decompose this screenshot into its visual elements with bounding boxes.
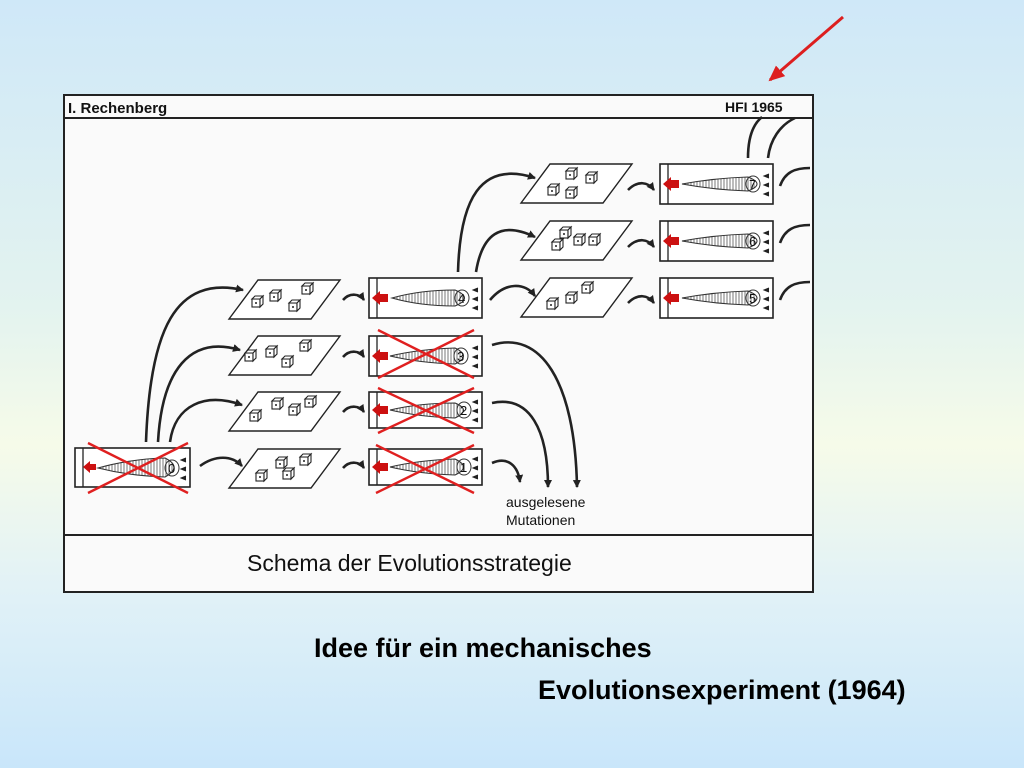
rejection-cross-2 — [377, 386, 475, 435]
place-year-label: HFI 1965 — [725, 99, 783, 115]
curved-arrow — [627, 294, 656, 304]
model-label-0: 0 — [168, 461, 175, 476]
selected-mutations-line1: ausgelesene — [506, 494, 586, 510]
red-arrow-icon — [663, 291, 679, 305]
die — [281, 355, 294, 368]
die — [565, 291, 578, 304]
die — [282, 467, 295, 480]
curved-arrow — [342, 459, 366, 469]
curved-arrow — [168, 398, 243, 443]
curved-arrow — [342, 291, 366, 301]
model-label-1: 1 — [460, 460, 467, 475]
red-arrow-icon — [663, 234, 679, 248]
rejection-crosses — [87, 328, 475, 495]
die — [288, 299, 301, 312]
red-arrow-icon — [372, 460, 388, 474]
die — [288, 403, 301, 416]
curved-arrow — [491, 400, 552, 488]
curved-arrow — [627, 238, 656, 248]
pointer-arrow-icon — [768, 15, 844, 82]
die — [251, 295, 264, 308]
die — [565, 186, 578, 199]
die — [244, 349, 257, 362]
schematic-title: Schema der Evolutionsstrategie — [247, 550, 572, 576]
plate-shape — [681, 233, 758, 249]
die — [299, 339, 312, 352]
die — [551, 238, 564, 251]
die — [304, 395, 317, 408]
plate-shapes — [95, 176, 758, 478]
curved-arrow — [144, 284, 244, 443]
rejection-cross-1 — [375, 443, 475, 495]
model-label-7: 7 — [749, 177, 756, 192]
red-arrow-icon — [372, 291, 388, 305]
die — [275, 456, 288, 469]
curved-arrow — [491, 459, 524, 483]
curved-arrow — [491, 341, 581, 488]
die — [546, 297, 559, 310]
die — [585, 171, 598, 184]
label-circles — [164, 175, 761, 477]
caption-line-1: Idee für ein mechanisches — [314, 633, 652, 663]
die — [299, 453, 312, 466]
die — [588, 233, 601, 246]
author-label: I. Rechenberg — [68, 100, 167, 117]
model-label-3: 3 — [457, 349, 464, 364]
die — [249, 409, 262, 422]
die — [565, 167, 578, 180]
plate-shape — [681, 290, 758, 306]
curved-arrow — [342, 348, 366, 358]
red-arrow-icon — [372, 403, 388, 417]
red-arrow-icon — [372, 349, 388, 363]
curved-arrow — [199, 456, 243, 468]
red-arrow-icon — [663, 177, 679, 191]
plate-shape — [389, 289, 466, 307]
curved-arrow — [456, 172, 536, 273]
plate-shape — [681, 176, 758, 192]
curved-arrow — [156, 344, 241, 443]
curved-arrow — [627, 181, 656, 191]
red-flow-arrows — [83, 177, 679, 474]
curved-arrow — [489, 284, 537, 301]
die — [255, 469, 268, 482]
rejection-cross-0 — [87, 441, 189, 495]
die — [265, 345, 278, 358]
curved-arrow — [342, 403, 366, 413]
caption-line-2: Evolutionsexperiment (1964) — [538, 675, 906, 705]
model-label-4: 4 — [458, 291, 465, 306]
die — [547, 183, 560, 196]
curved-arrow — [474, 228, 536, 273]
model-label-5: 5 — [749, 291, 756, 306]
die — [271, 397, 284, 410]
flow-ticks — [179, 173, 770, 481]
die — [581, 281, 594, 294]
rejection-cross-3 — [377, 328, 475, 380]
curved-arrows — [144, 172, 656, 488]
model-label-6: 6 — [749, 234, 756, 249]
die — [573, 233, 586, 246]
exit-curves — [746, 115, 811, 301]
red-arrow-icon — [83, 461, 96, 473]
die — [301, 282, 314, 295]
die — [559, 226, 572, 239]
dice-platform — [227, 335, 342, 376]
die — [269, 289, 282, 302]
model-label-2: 2 — [460, 403, 467, 418]
selected-mutations-line2: Mutationen — [506, 512, 575, 528]
